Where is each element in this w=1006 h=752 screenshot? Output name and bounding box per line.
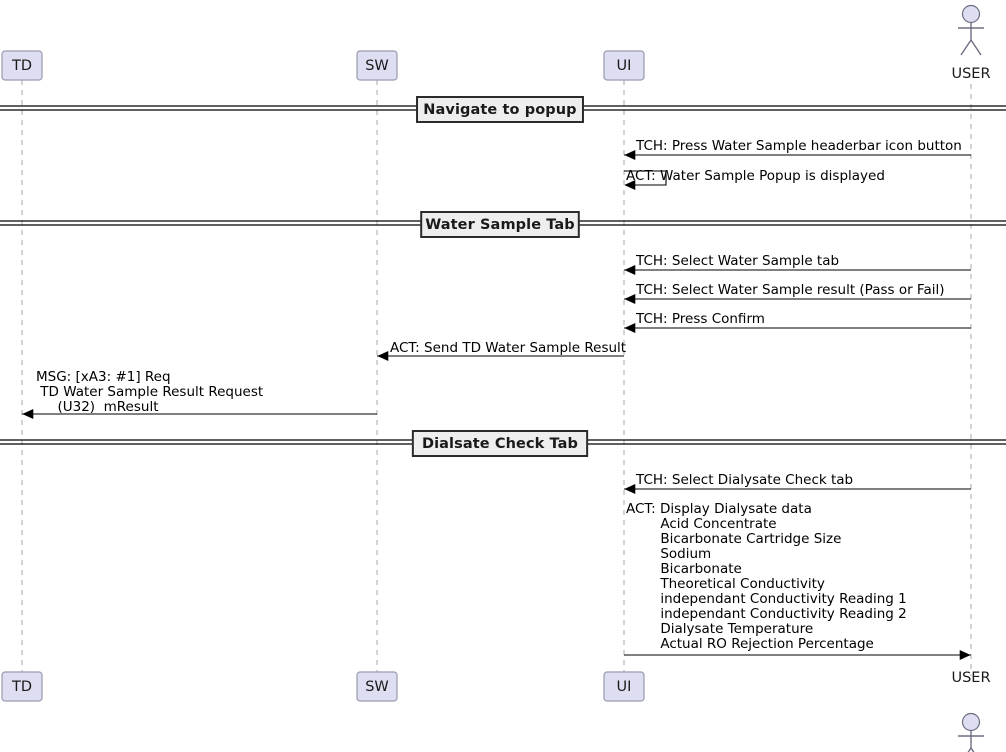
message-label-msg-select-water-sample-result: TCH: Select Water Sample result (Pass or… (636, 282, 945, 298)
message-label-msg-water-sample-popup-displayed: ACT: Water Sample Popup is displayed (626, 168, 885, 184)
messages-group (22, 150, 971, 660)
message-msg-send-td-water-sample-result (377, 351, 624, 361)
separator-label-sep-water-sample: Water Sample Tab (425, 217, 575, 233)
message-msg-water-sample-popup-displayed (624, 170, 667, 190)
message-label-msg-select-dialysate-check-tab: TCH: Select Dialysate Check tab (636, 472, 854, 488)
participant-label-SW-top: SW (365, 58, 389, 74)
participant-box-SW-bottom[interactable] (356, 671, 398, 702)
participants-group (1, 4, 984, 752)
arrow-head-icon (624, 265, 636, 275)
participant-label-TD-bottom: TD (11, 679, 33, 695)
separator-box-sep-water-sample (420, 211, 580, 238)
message-label-msg-display-dialysate-data: ACT: Display Dialysate data Acid Concent… (626, 501, 907, 652)
message-msg-press-confirm (624, 323, 971, 333)
actor-head-icon (961, 712, 981, 732)
participant-box-UI-bottom[interactable] (603, 671, 645, 702)
message-label-msg-select-water-sample-tab: TCH: Select Water Sample tab (636, 253, 840, 269)
message-msg-display-dialysate-data (624, 650, 971, 660)
message-msg-press-water-sample-icon (624, 150, 971, 160)
message-label-msg-press-water-sample-icon: TCH: Press Water Sample headerbar icon b… (636, 138, 962, 154)
message-msg-select-water-sample-tab (624, 265, 971, 275)
message-msg-td-water-sample-result-request (22, 409, 377, 419)
participant-label-TD-top: TD (11, 58, 33, 74)
actor-leg-right (970, 747, 975, 752)
arrow-head-icon (959, 650, 971, 660)
participant-label-SW-bottom: SW (365, 679, 389, 695)
arrow-head-icon (624, 484, 636, 494)
self-message-path (624, 170, 667, 186)
actor-label-USER-top: USER (951, 66, 991, 82)
message-label-msg-send-td-water-sample-result: ACT: Send TD Water Sample Result (390, 340, 627, 356)
arrow-head-icon (624, 323, 636, 333)
message-label-msg-td-water-sample-result-request: MSG: [xA3: #1] Req TD Water Sample Resul… (36, 369, 264, 415)
separator-label-sep-navigate: Navigate to popup (423, 102, 577, 118)
arrow-head-icon (624, 294, 636, 304)
arrow-head-icon (22, 409, 34, 419)
lifelines-group (21, 80, 972, 676)
actor-head-icon (961, 4, 981, 24)
separator-box-sep-navigate (416, 96, 584, 123)
separators-group (0, 96, 1006, 457)
arrow-head-icon (377, 351, 389, 361)
separator-box-sep-dialsate-check (411, 430, 589, 457)
arrow-head-icon (624, 150, 636, 160)
actor-leg-left (967, 747, 972, 752)
participant-box-UI-top[interactable] (603, 50, 645, 81)
participant-box-TD-bottom[interactable] (1, 671, 43, 702)
actor-leg-right (970, 39, 982, 56)
participant-label-UI-bottom: UI (616, 679, 632, 695)
actor-label-USER-bottom: USER (951, 670, 991, 686)
message-label-msg-press-confirm: TCH: Press Confirm (636, 311, 765, 327)
arrow-head-icon (624, 180, 636, 190)
participant-box-SW-top[interactable] (356, 50, 398, 81)
actor-USER-bottom[interactable] (958, 712, 984, 752)
participant-box-TD-top[interactable] (1, 50, 43, 81)
actor-USER-top[interactable] (958, 4, 984, 56)
message-msg-select-dialysate-check-tab (624, 484, 971, 494)
message-msg-select-water-sample-result (624, 294, 971, 304)
actor-leg-left (960, 39, 972, 56)
participant-label-UI-top: UI (616, 58, 632, 74)
separator-label-sep-dialsate-check: Dialsate Check Tab (421, 436, 579, 452)
